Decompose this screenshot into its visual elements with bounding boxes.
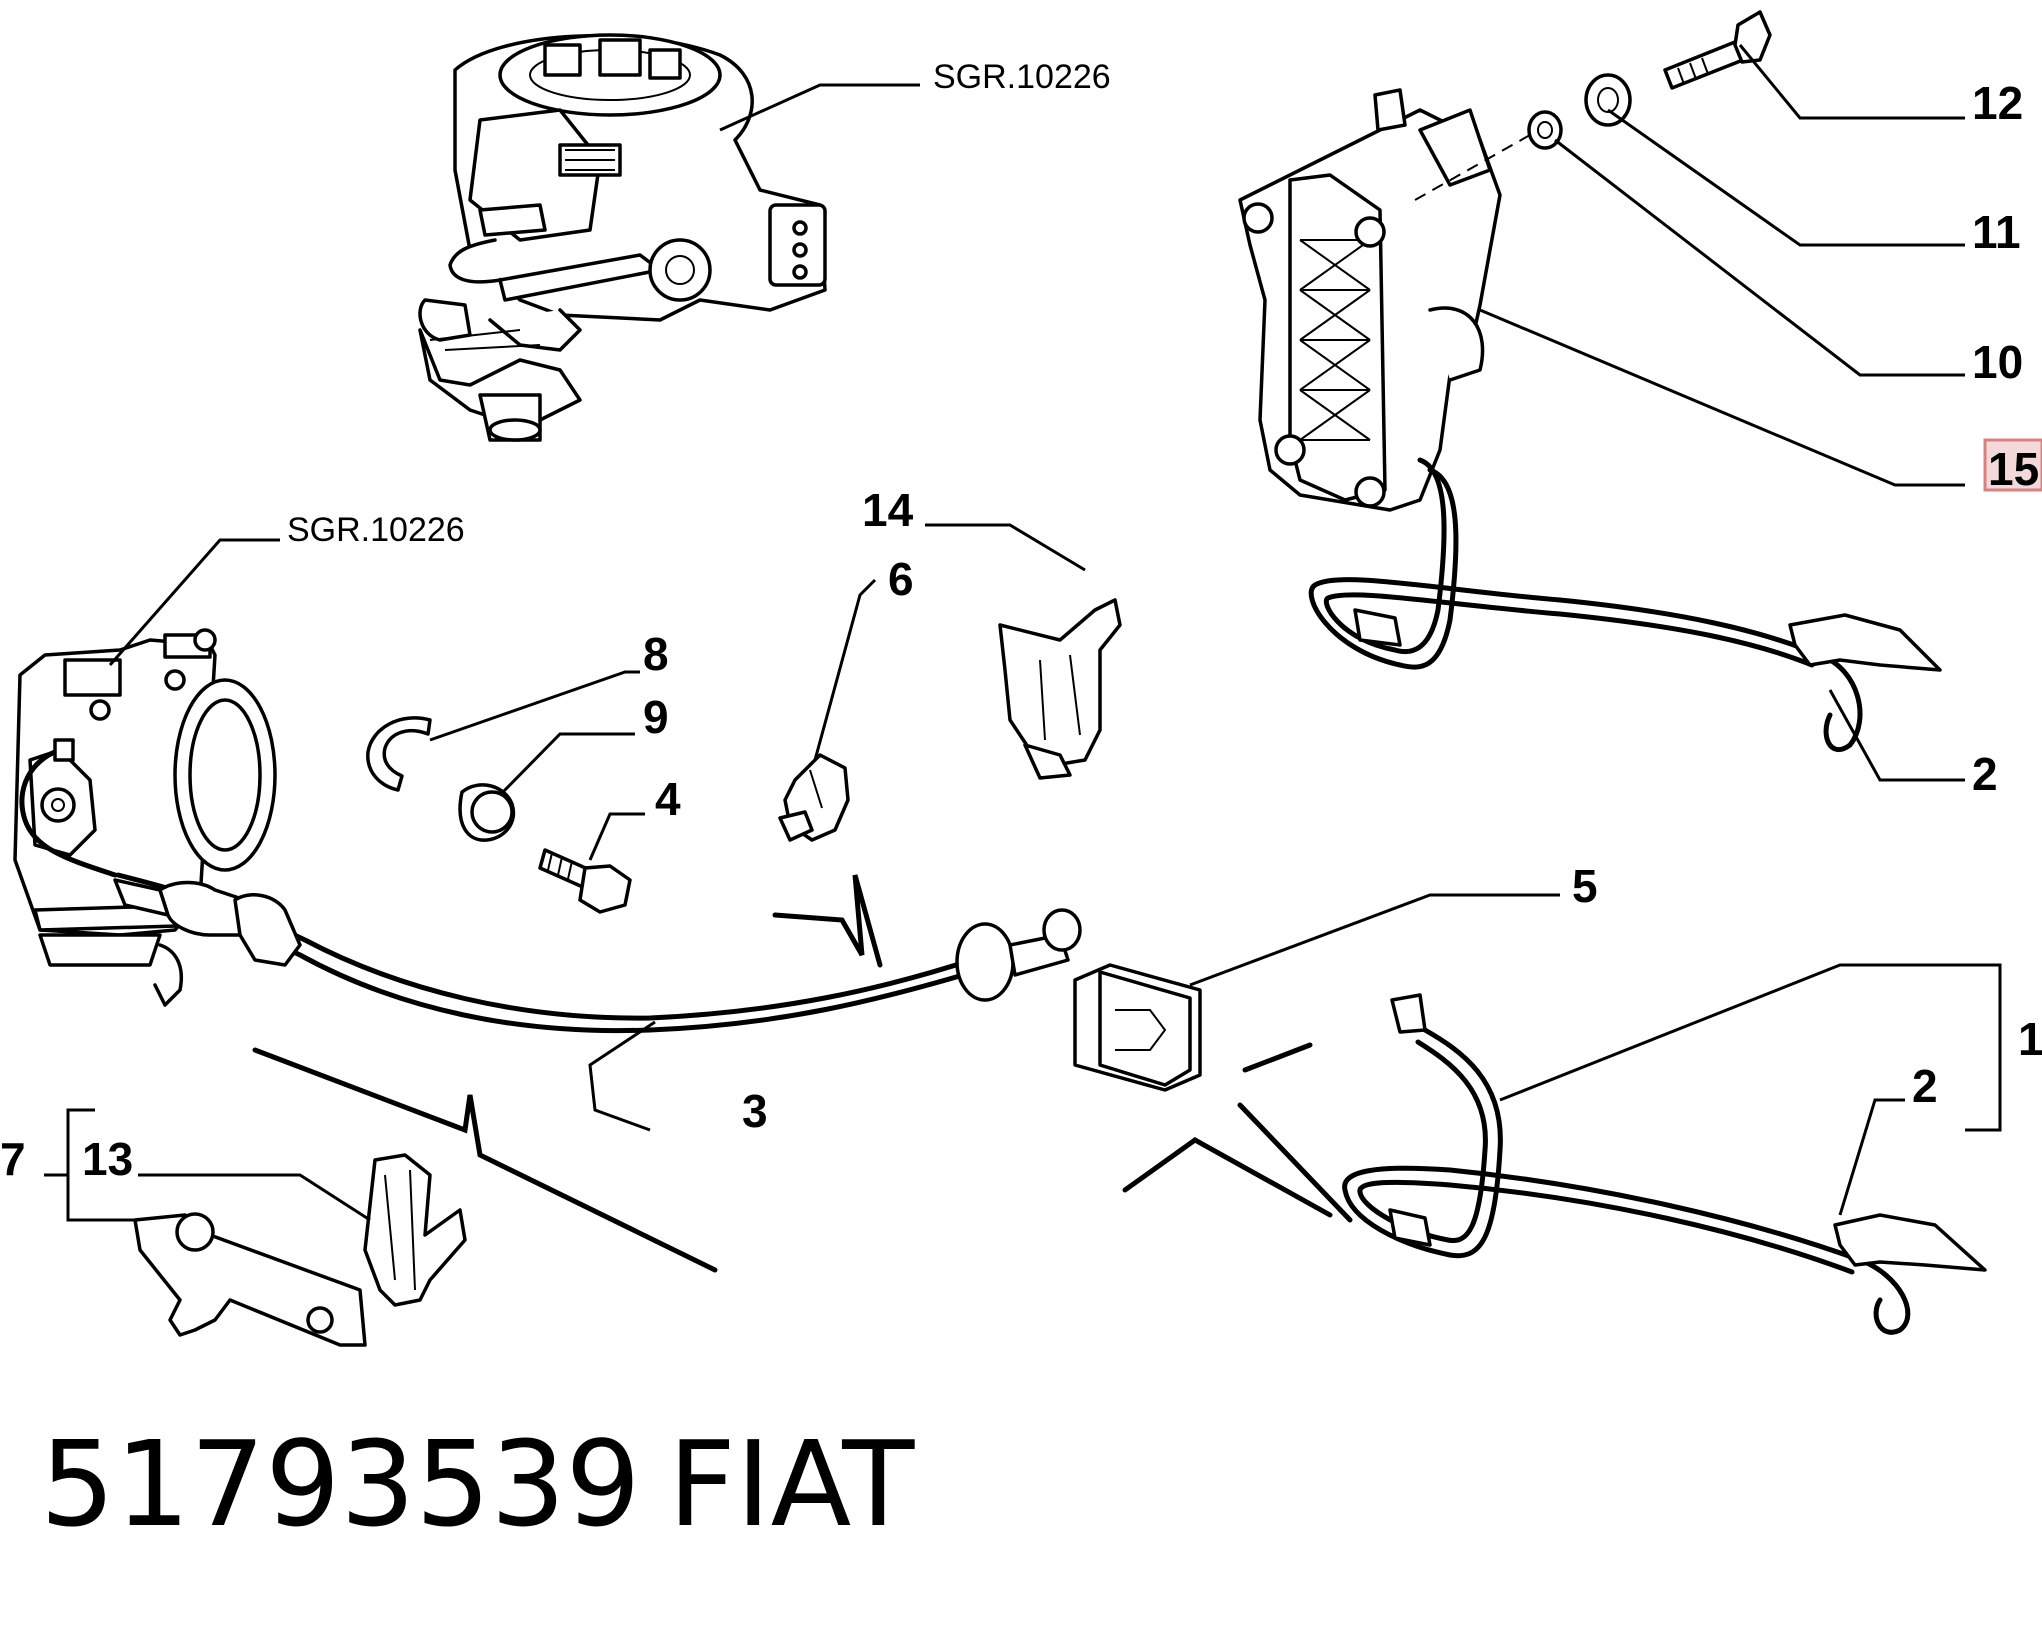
left-reference-label: SGR.10226 [287,511,465,549]
part-15-pedal-unit [1238,88,1942,753]
callout-13: 13 [82,1133,133,1185]
callout-4: 4 [655,773,681,825]
callout-1: 1 [2018,1013,2042,1065]
callout-2-lower: 2 [1912,1060,1938,1112]
throttle-body-illustration [13,628,277,1007]
part-8-clip [366,716,432,792]
callout-9: 9 [643,691,669,743]
part-number: 51793539 [40,1415,641,1553]
part-6-clip [778,753,850,842]
part-3-cable [113,872,1082,1034]
part-1-harness [1342,993,1987,1335]
callout-15-highlight [1983,438,2042,492]
callout-5: 5 [1572,860,1598,912]
callout-8: 8 [643,628,669,680]
part-13-clip [363,1153,467,1307]
part-11-washer [1584,73,1632,127]
callout-3: 3 [742,1085,768,1137]
callout-2-upper: 2 [1972,748,1998,800]
injection-unit-illustration [418,33,827,442]
part-10-washer [1527,110,1563,150]
callout-7: 7 [0,1133,26,1185]
callout-10: 10 [1972,336,2023,388]
callout-15: 15 [1988,443,2039,495]
callout-11: 11 [1972,206,2021,258]
callout-12: 12 [1972,77,2023,129]
part-14-clamp [998,598,1122,780]
leader-lines [44,44,2002,1222]
part-7-bracket [133,1212,367,1347]
section-break-markers [252,874,1353,1273]
callout-6: 6 [888,553,914,605]
brand-name: FIAT [668,1415,915,1553]
upper-reference-label: SGR.10226 [933,58,1111,96]
part-9-bushing [458,783,516,842]
part-4-bolt [538,848,632,914]
callout-14: 14 [862,484,914,536]
part-12-screw [1663,10,1772,90]
part-5-grommet [1073,963,1202,1092]
